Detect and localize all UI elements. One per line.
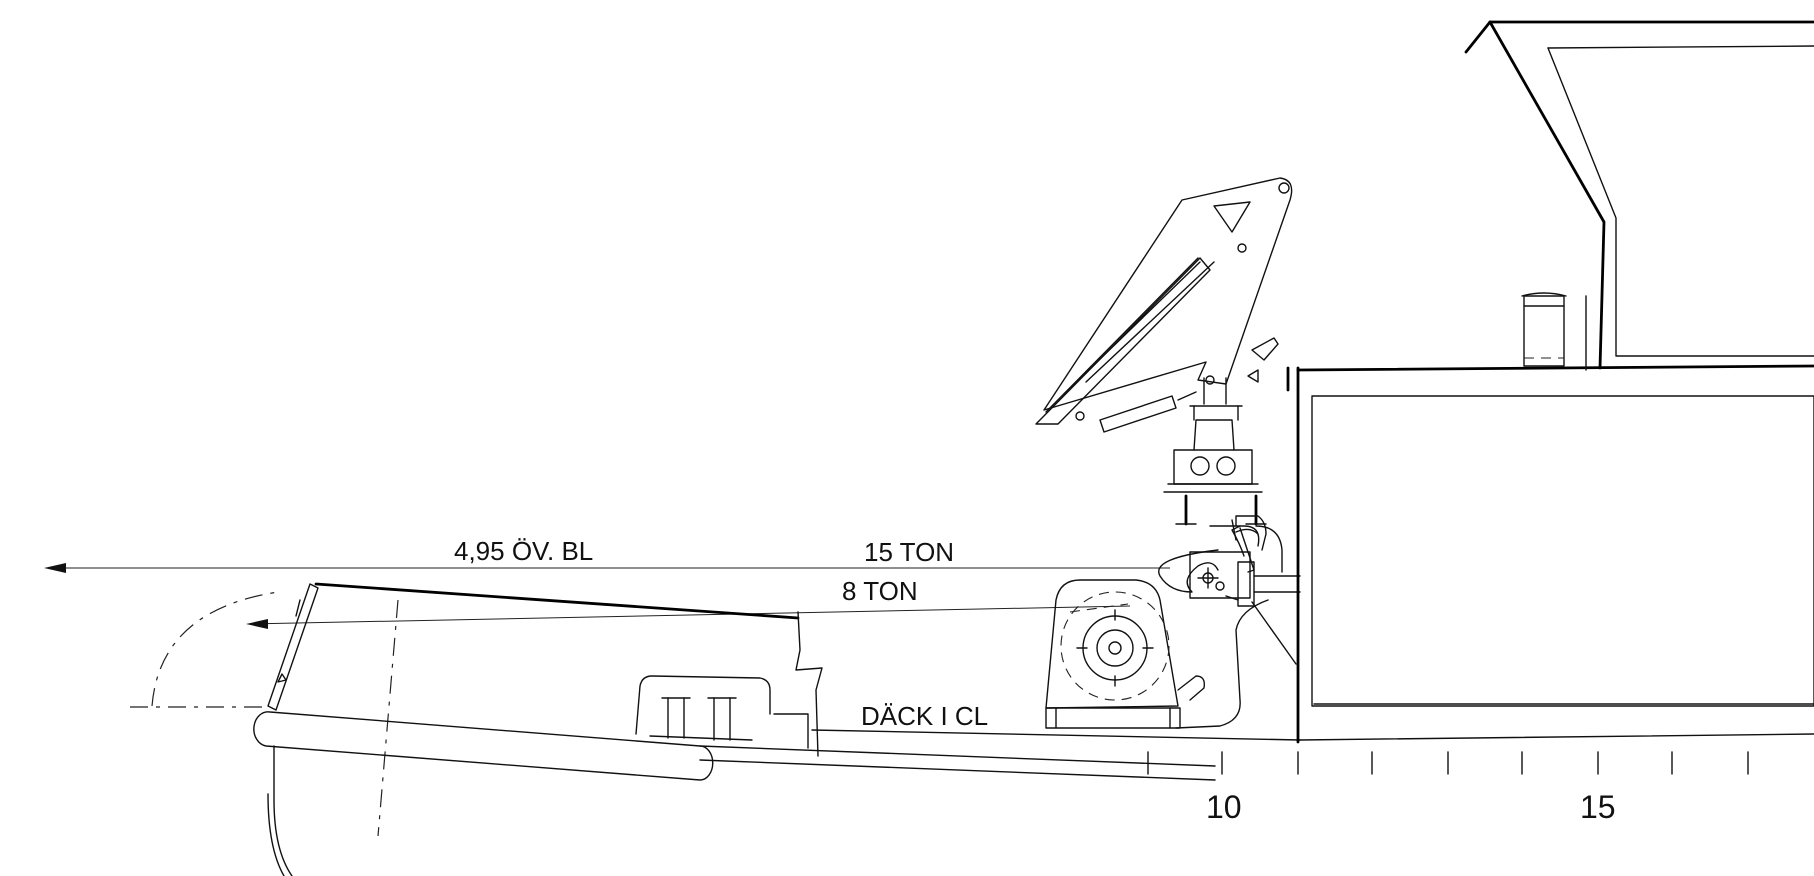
crane-capacity-15-label: 15 TON: [864, 537, 954, 567]
reach-line-8-ton: [246, 605, 1131, 629]
winch: [1045, 579, 1206, 729]
height-above-baseline-label: 4,95 ÖV. BL: [454, 536, 593, 566]
crane: [1035, 177, 1293, 526]
deckhouse: [1286, 20, 1814, 744]
reach-line-15-ton: [44, 563, 1170, 573]
ramp-swing-arc: [130, 591, 279, 708]
frame-number-10: 10: [1206, 789, 1242, 825]
deck-box-unit: [635, 675, 809, 749]
frame-number-15: 15: [1580, 789, 1616, 825]
hydraulic-pipes: [1175, 525, 1297, 729]
hull: [253, 711, 1814, 876]
bulwark-top: [314, 582, 823, 837]
bow-ramp: [267, 583, 319, 711]
hook-block: [1158, 515, 1301, 607]
frame-ticks: [1147, 751, 1749, 775]
deck-centerline-label: DÄCK I CL: [861, 701, 988, 731]
crane-capacity-8-label: 8 TON: [842, 576, 918, 606]
